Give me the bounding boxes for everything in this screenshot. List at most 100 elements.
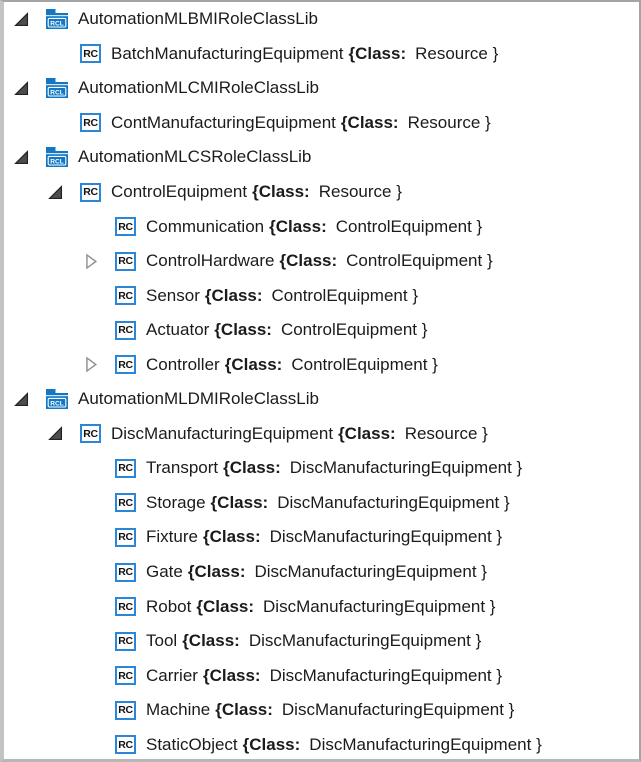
expander-expanded-icon[interactable] (46, 183, 80, 202)
role-class-icon: RC (115, 458, 136, 478)
role-class-icon: RC (80, 424, 101, 444)
item-name: Controller (146, 354, 220, 374)
item-name: ControlEquipment (111, 182, 248, 201)
svg-text:RCL: RCL (50, 21, 64, 28)
tree-item[interactable]: RC Carrier {Class: DiscManufacturingEqui… (4, 658, 639, 693)
role-class-icon: RC (80, 44, 101, 64)
item-class-key: {Class: (214, 320, 272, 340)
tree-item[interactable]: RC Sensor {Class: ControlEquipment } (4, 278, 639, 313)
item-class-value: Resource } (404, 423, 488, 443)
item-class-value: Resource } (415, 43, 499, 63)
item-class-value: DiscManufacturingEquipment } (277, 492, 510, 512)
tree-item[interactable]: RC BatchManufacturingEquipment {Class: R… (4, 37, 639, 72)
tree-item[interactable]: RC Transport {Class: DiscManufacturingEq… (4, 451, 639, 486)
item-class-value: DiscManufacturingEquipment } (269, 665, 503, 685)
item-name: DiscManufacturingEquipment (111, 423, 334, 443)
tree-item[interactable]: RC ControlHardware {Class: ControlEquipm… (4, 244, 639, 279)
item-name: ContManufacturingEquipment (111, 112, 336, 132)
role-class-icon: RC (115, 286, 136, 306)
role-class-icon: RC (115, 320, 136, 340)
tree-item[interactable]: RC Gate {Class: DiscManufacturingEquipme… (4, 555, 639, 590)
expander-expanded-icon[interactable] (12, 148, 46, 167)
role-class-lib-icon: RCL (46, 389, 68, 410)
item-class-value: ControlEquipment } (271, 285, 418, 305)
item-class-key: {Class: (242, 734, 301, 754)
expander-expanded-icon[interactable] (46, 424, 80, 443)
item-class-key: {Class: (348, 43, 407, 63)
role-class-icon: RC (115, 355, 136, 375)
item-class-key: {Class: (202, 665, 261, 685)
item-name: Sensor (146, 285, 200, 305)
tree-item[interactable]: RC Tool {Class: DiscManufacturingEquipme… (4, 624, 639, 659)
item-class-key: {Class: (269, 216, 327, 236)
item-name: AutomationMLCSRoleClassLib (78, 147, 312, 167)
tree-item[interactable]: RC Storage {Class: DiscManufacturingEqui… (4, 486, 639, 521)
role-class-icon: RC (115, 217, 136, 237)
expander-collapsed-icon[interactable] (81, 355, 115, 374)
item-class-key: {Class: (196, 596, 255, 616)
tree-item[interactable]: RCL AutomationMLCSRoleClassLib (4, 140, 639, 175)
item-name: Storage (146, 492, 206, 512)
item-class-value: ControlEquipment } (280, 320, 428, 340)
role-class-icon: RC (115, 562, 136, 582)
tree-item[interactable]: RC Actuator {Class: ControlEquipment } (4, 313, 639, 348)
item-name: StaticObject (146, 734, 238, 754)
tree-item[interactable]: RC Controller {Class: ControlEquipment } (4, 347, 639, 382)
item-class-value: DiscManufacturingEquipment } (263, 596, 496, 616)
item-class-key: {Class: (340, 112, 399, 132)
role-class-icon: RC (115, 700, 136, 720)
tree-item[interactable]: RC DiscManufacturingEquipment {Class: Re… (4, 417, 639, 452)
svg-text:RCL: RCL (50, 401, 64, 408)
item-class-key: {Class: (202, 527, 261, 547)
item-class-value: ControlEquipment } (291, 354, 438, 374)
item-class-key: {Class: (204, 285, 263, 305)
item-class-key: {Class: (187, 562, 246, 582)
item-name: BatchManufacturingEquipment (111, 43, 344, 63)
item-class-value: DiscManufacturingEquipment } (254, 562, 487, 582)
tree-item[interactable]: RCL AutomationMLDMIRoleClassLib (4, 382, 639, 417)
item-name: AutomationMLDMIRoleClassLib (78, 389, 319, 409)
expander-expanded-icon[interactable] (12, 79, 46, 98)
item-name: ControlHardware (146, 251, 275, 271)
item-class-key: {Class: (252, 182, 310, 201)
svg-text:RCL: RCL (50, 159, 64, 166)
tree-item[interactable]: RCL AutomationMLCMIRoleClassLib (4, 71, 639, 106)
item-name: Gate (146, 562, 183, 582)
item-class-key: {Class: (182, 631, 240, 651)
role-class-icon: RC (115, 527, 136, 547)
role-class-icon: RC (115, 631, 136, 651)
item-class-value: ControlEquipment } (346, 251, 493, 271)
svg-text:RCL: RCL (50, 90, 64, 97)
tree-item[interactable]: RC StaticObject {Class: DiscManufacturin… (4, 727, 639, 759)
item-class-value: Resource } (318, 182, 402, 201)
item-class-key: {Class: (210, 492, 269, 512)
item-class-value: ControlEquipment } (335, 216, 483, 236)
role-class-icon: RC (115, 597, 136, 617)
tree-item[interactable]: RCL AutomationMLBMIRoleClassLib (4, 2, 639, 37)
item-name: Carrier (146, 665, 198, 685)
role-class-icon: RC (115, 251, 136, 271)
item-class-key: {Class: (279, 251, 338, 271)
item-name: AutomationMLCMIRoleClassLib (78, 78, 319, 98)
expander-collapsed-icon[interactable] (81, 252, 115, 271)
tree-item[interactable]: RC Machine {Class: DiscManufacturingEqui… (4, 693, 639, 728)
expander-expanded-icon[interactable] (12, 390, 46, 409)
item-name: Transport (146, 458, 219, 478)
tree-item[interactable]: RC Fixture {Class: DiscManufacturingEqui… (4, 520, 639, 555)
role-class-lib-icon: RCL (46, 9, 68, 30)
item-class-value: DiscManufacturingEquipment } (281, 700, 515, 720)
item-name: AutomationMLBMIRoleClassLib (78, 9, 318, 29)
item-class-value: DiscManufacturingEquipment } (269, 527, 503, 547)
item-class-value: Resource } (407, 112, 491, 132)
role-class-icon: RC (80, 113, 101, 133)
tree-item[interactable]: RC Robot {Class: DiscManufacturingEquipm… (4, 589, 639, 624)
tree-item[interactable]: RC ControlEquipment {Class: Resource } (4, 175, 639, 210)
expander-expanded-icon[interactable] (12, 10, 46, 29)
item-class-value: DiscManufacturingEquipment } (309, 734, 542, 754)
role-class-icon: RC (80, 182, 101, 202)
item-name: Robot (146, 596, 192, 616)
tree-item[interactable]: RC Communication {Class: ControlEquipmen… (4, 209, 639, 244)
item-name: Fixture (146, 527, 198, 547)
tree-item[interactable]: RC ContManufacturingEquipment {Class: Re… (4, 106, 639, 141)
